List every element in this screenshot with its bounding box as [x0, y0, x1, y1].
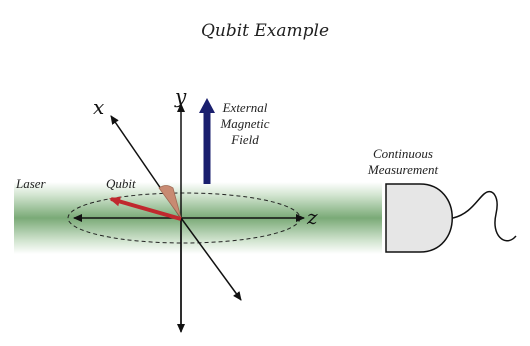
detector [385, 183, 453, 253]
field-arrow-head [199, 98, 215, 113]
field-label-line-1: External [222, 100, 268, 115]
axis-label-z: z [307, 205, 318, 229]
axis-label-y: y [175, 84, 187, 108]
axis-label-x: x [93, 95, 105, 119]
qubit-cone [158, 185, 182, 219]
field-label: External Magnetic Field [212, 100, 278, 148]
laser-label: Laser [16, 176, 46, 191]
x-axis-negative [180, 217, 242, 301]
detector-cable [452, 190, 517, 242]
measurement-label-line-2: Measurement [367, 162, 439, 177]
measurement-label-line-1: Continuous [373, 146, 433, 161]
measurement-label: Continuous Measurement [348, 146, 458, 178]
qubit-arrow [109, 196, 182, 221]
qubit-label: Qubit [106, 176, 136, 191]
field-label-line-3: Field [231, 132, 259, 147]
field-label-line-2: Magnetic [220, 116, 270, 131]
diagram-title: Qubit Example [200, 21, 330, 41]
